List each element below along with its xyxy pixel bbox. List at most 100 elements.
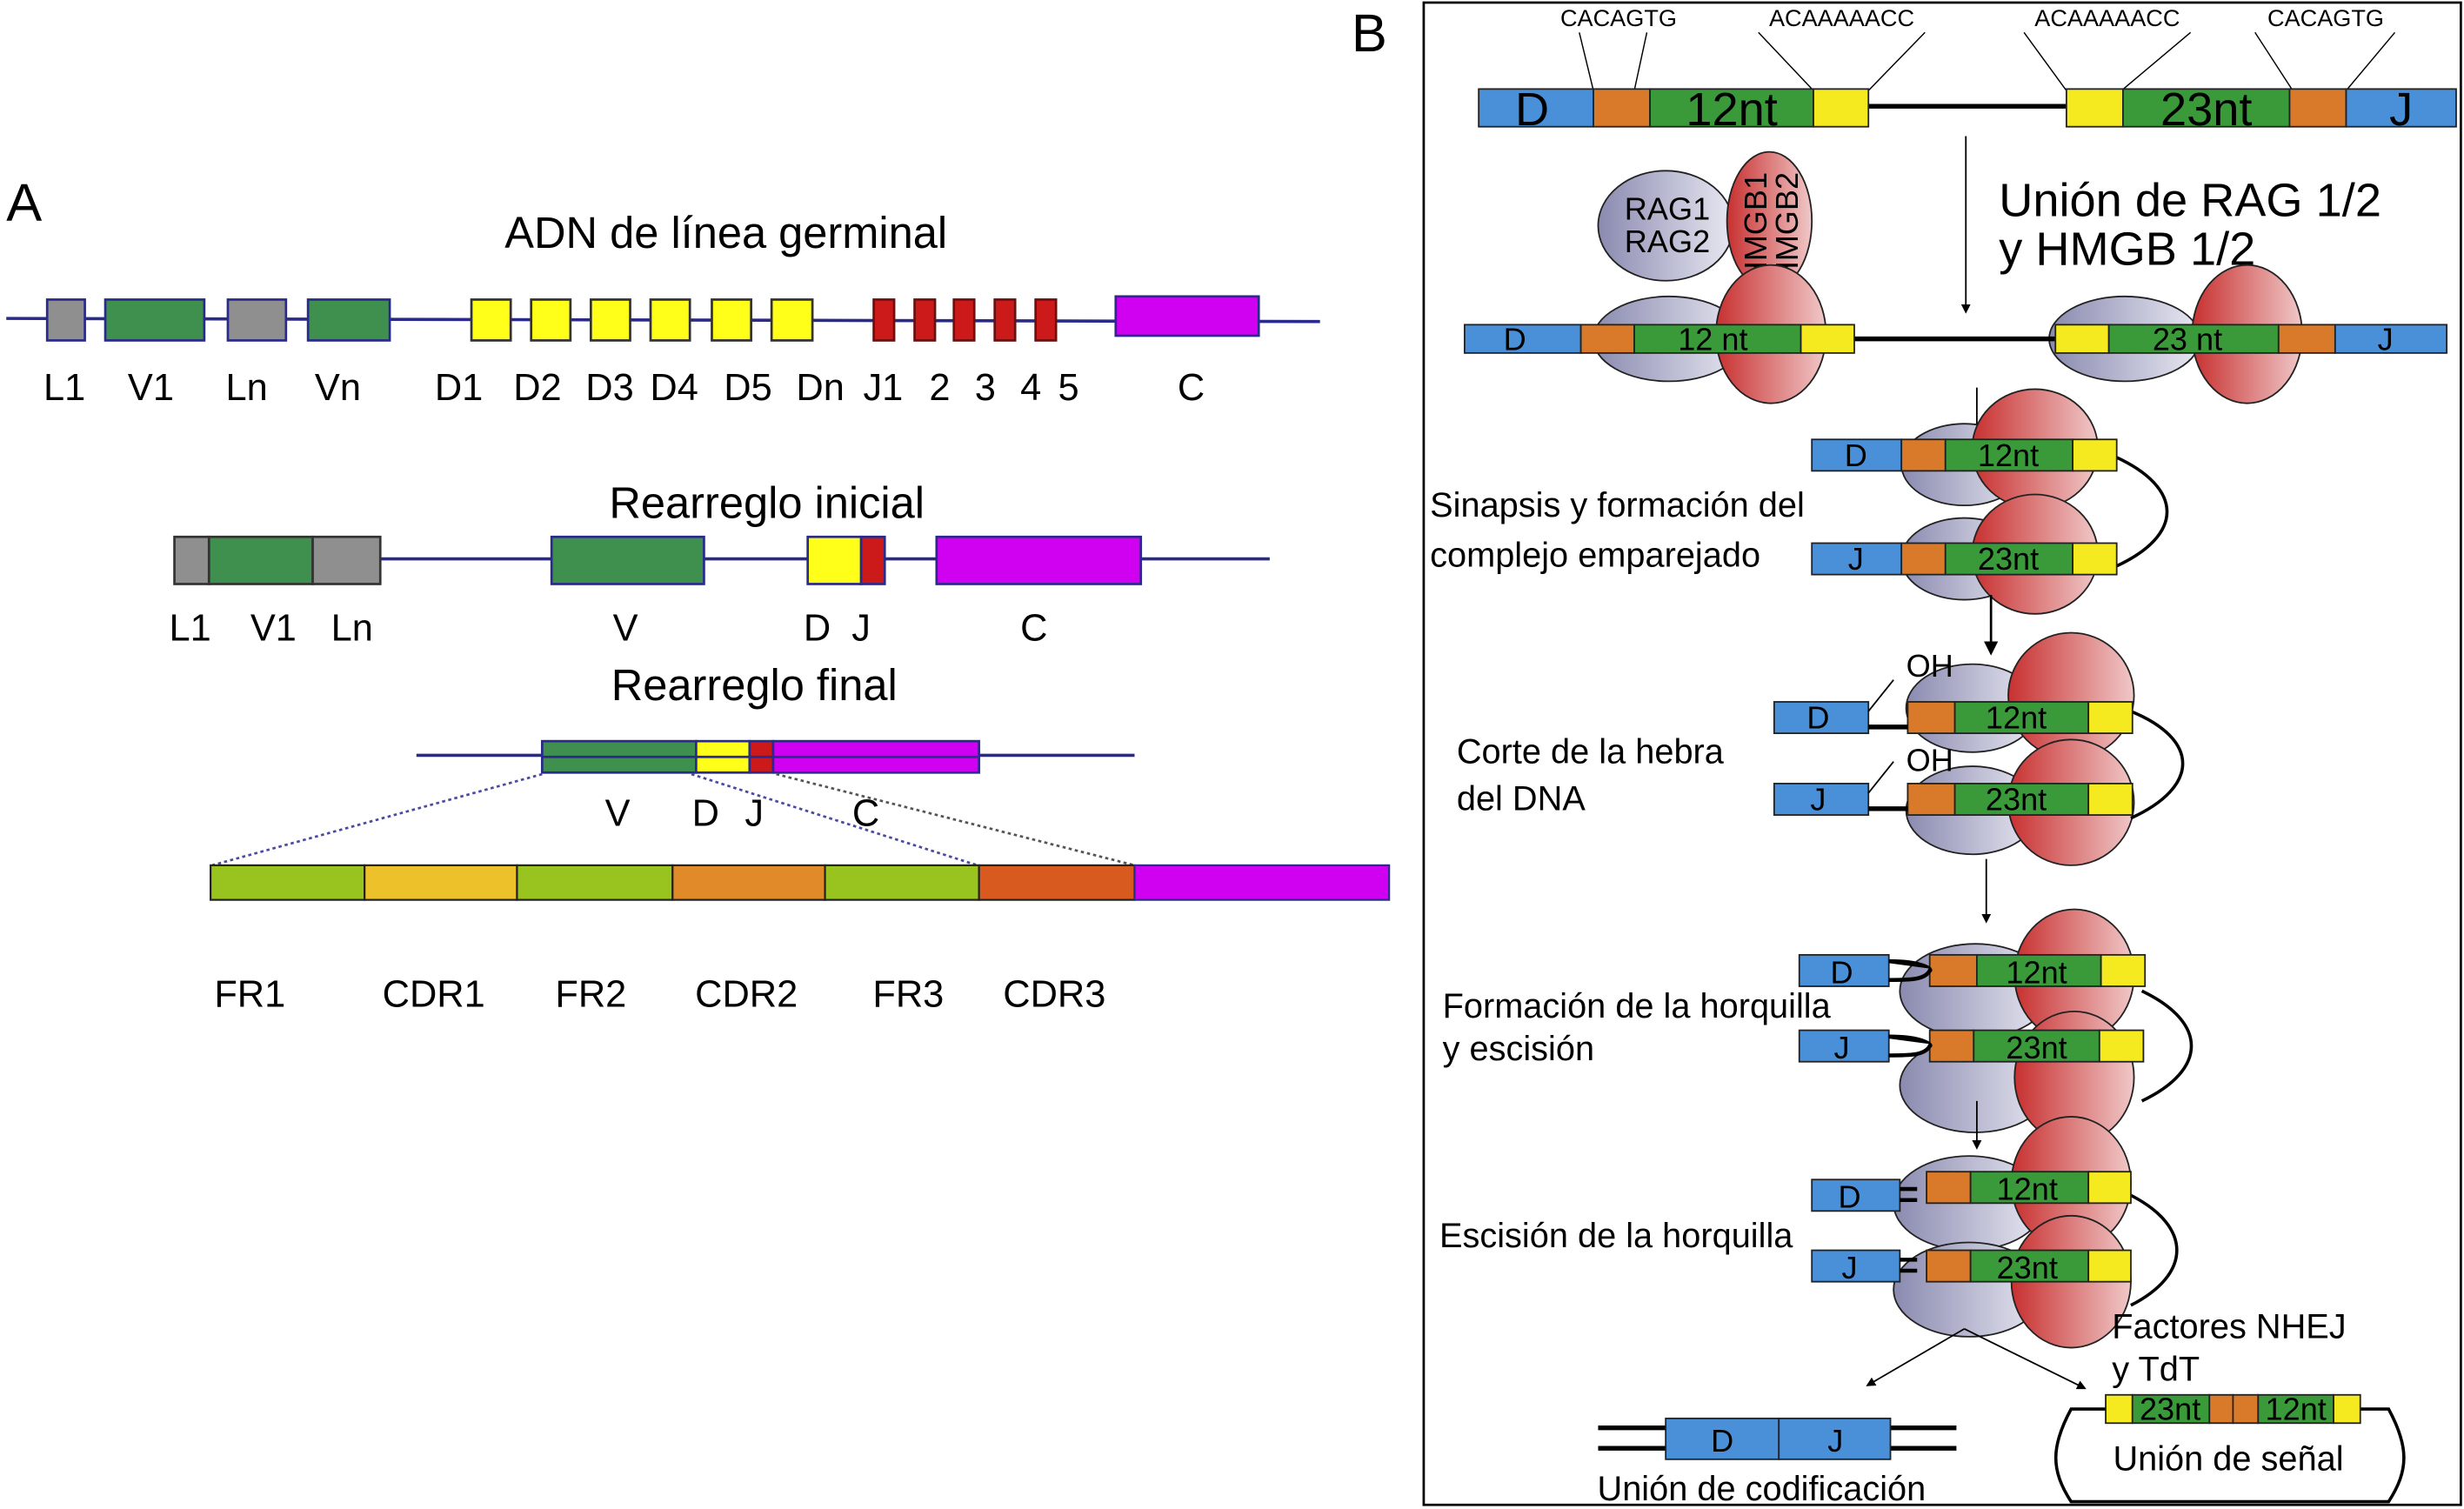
region-CDR3: [978, 864, 1136, 901]
label-CDR3: CDR3: [1003, 973, 1105, 1015]
synaptic-complex: D 12nt J 23nt: [1811, 388, 2169, 615]
label-J2: 2: [929, 367, 950, 409]
signal-12nt-label: 12nt: [2266, 1392, 2327, 1427]
label-V1: V1: [250, 608, 297, 650]
region-FR3: [824, 864, 980, 901]
coding-joint: D J Unión de codificación: [1598, 1417, 1957, 1508]
initial-title: Rearreglo inicial: [609, 478, 925, 528]
label-Vn: Vn: [315, 367, 361, 409]
coding-j-label: J: [1827, 1423, 1843, 1459]
signal-joint-label: Unión de señal: [2113, 1439, 2343, 1478]
segment-J1: [872, 298, 896, 342]
segment-J3: [952, 298, 976, 342]
region-C: [1133, 864, 1391, 901]
oh-label-bottom: OH: [1906, 742, 1953, 778]
label-D2: D2: [513, 367, 561, 409]
synapsis-d-label: D: [1845, 437, 1867, 473]
segment-C: [1114, 295, 1260, 337]
heptamer-left: CACAGTG: [1560, 4, 1677, 31]
label-J5: 5: [1058, 367, 1079, 409]
label-Ln: Ln: [331, 608, 373, 650]
segment-Ln: [311, 535, 382, 585]
region-FR1: [210, 864, 366, 901]
rag2-label: RAG2: [1625, 224, 1710, 259]
label-J4: 4: [1020, 367, 1041, 409]
synapsis-12nt-label: 12nt: [1978, 437, 2039, 473]
coding-d-label: D: [1711, 1423, 1733, 1459]
oh-label-top: OH: [1906, 648, 1953, 684]
step-nhej-line1: Factores NHEJ: [2112, 1308, 2346, 1346]
germline-title: ADN de línea germinal: [504, 208, 947, 257]
label-J1: J1: [864, 367, 904, 409]
open-12nt-label: 12nt: [1997, 1172, 2058, 1207]
bound-12nt-label: 12 nt: [1678, 321, 1747, 357]
bound-d-label: D: [1504, 321, 1526, 357]
panel-b-label: B: [1352, 3, 1387, 63]
panel-a-label: A: [6, 173, 42, 233]
nonamer-left: ACAAAAACC: [1769, 4, 1914, 31]
step-binding-line2: y HMGB 1/2: [1999, 224, 2255, 276]
region-FR2: [516, 864, 674, 901]
bound-complex: D 12 nt 23 nt J: [1463, 264, 2448, 404]
label-D: D: [804, 608, 831, 650]
bound-j-label: J: [2378, 321, 2394, 357]
nicked-complex: OH OH D 12nt J 23nt: [1773, 631, 2185, 866]
region-CDR1: [364, 864, 518, 901]
rss-j-label: J: [2389, 83, 2413, 136]
label-D3: D3: [585, 367, 633, 409]
segment-D2: [530, 298, 572, 342]
panel-b: B CACAGTG ACAAAAACC ACAAAAACC CACAGTG: [1352, 1, 2462, 1508]
step-hairpin-line1: Formación de la horquilla: [1443, 987, 1832, 1025]
label-J: J: [745, 793, 764, 835]
label-V: V: [605, 793, 631, 835]
hairpin-complex: D 12nt J 23nt: [1798, 908, 2194, 1145]
label-V: V: [613, 608, 638, 650]
label-L1: L1: [170, 608, 211, 650]
open-j-label: J: [1842, 1250, 1858, 1285]
synapsis-23nt-label: 23nt: [1978, 541, 2039, 577]
label-D1: D1: [435, 367, 483, 409]
panel-b-frame: [1422, 1, 2462, 1506]
nick-12nt-label: 12nt: [1986, 700, 2047, 736]
segment-J4: [993, 298, 1017, 342]
panel-a: A ADN de línea germinal: [6, 173, 1391, 1015]
open-d-label: D: [1839, 1179, 1861, 1215]
label-D5: D5: [724, 367, 771, 409]
open-23nt-label: 23nt: [1997, 1250, 2058, 1285]
zoom-lines: [211, 772, 1135, 867]
segment-J: [859, 535, 886, 585]
signal-23nt-label: 23nt: [2140, 1392, 2200, 1427]
heptamer-right: CACAGTG: [2267, 4, 2384, 31]
coding-joint-label: Unión de codificación: [1598, 1470, 1926, 1508]
rss-diagram: CACAGTG ACAAAAACC ACAAAAACC CACAGTG: [1478, 4, 2457, 136]
label-Ln: Ln: [226, 367, 268, 409]
label-CDR1: CDR1: [383, 973, 485, 1015]
step-nhej-line2: y TdT: [2112, 1350, 2200, 1388]
label-FR2: FR2: [555, 973, 626, 1015]
segment-V1: [207, 535, 314, 585]
signal-joint: 23nt 12nt Unión de señal: [2054, 1392, 2406, 1504]
label-C: C: [1178, 367, 1205, 409]
segment-D3: [589, 298, 631, 342]
label-D: D: [692, 793, 719, 835]
nick-d-label: D: [1806, 700, 1829, 736]
segment-V: [550, 535, 705, 585]
segment-J2: [913, 298, 937, 342]
initial-track: [173, 535, 1270, 585]
step-synapsis-line2: complejo emparejado: [1430, 537, 1760, 575]
synapsis-j-label: J: [1848, 541, 1864, 577]
segment-L1: [45, 298, 86, 342]
region-bar: [210, 864, 1391, 901]
segment-L1: [173, 535, 210, 585]
label-V1: V1: [128, 367, 174, 409]
segment-D: [806, 535, 863, 585]
label-FR3: FR3: [872, 973, 944, 1015]
segment-Vn: [306, 298, 391, 342]
step-binding-line1: Unión de RAG 1/2: [1999, 175, 2381, 227]
rag1-label: RAG1: [1625, 190, 1710, 226]
segment-D5: [711, 298, 752, 342]
label-J: J: [851, 608, 871, 650]
germline-track: [6, 295, 1320, 342]
label-L1: L1: [43, 367, 85, 409]
hairpin-d-label: D: [1830, 954, 1853, 990]
